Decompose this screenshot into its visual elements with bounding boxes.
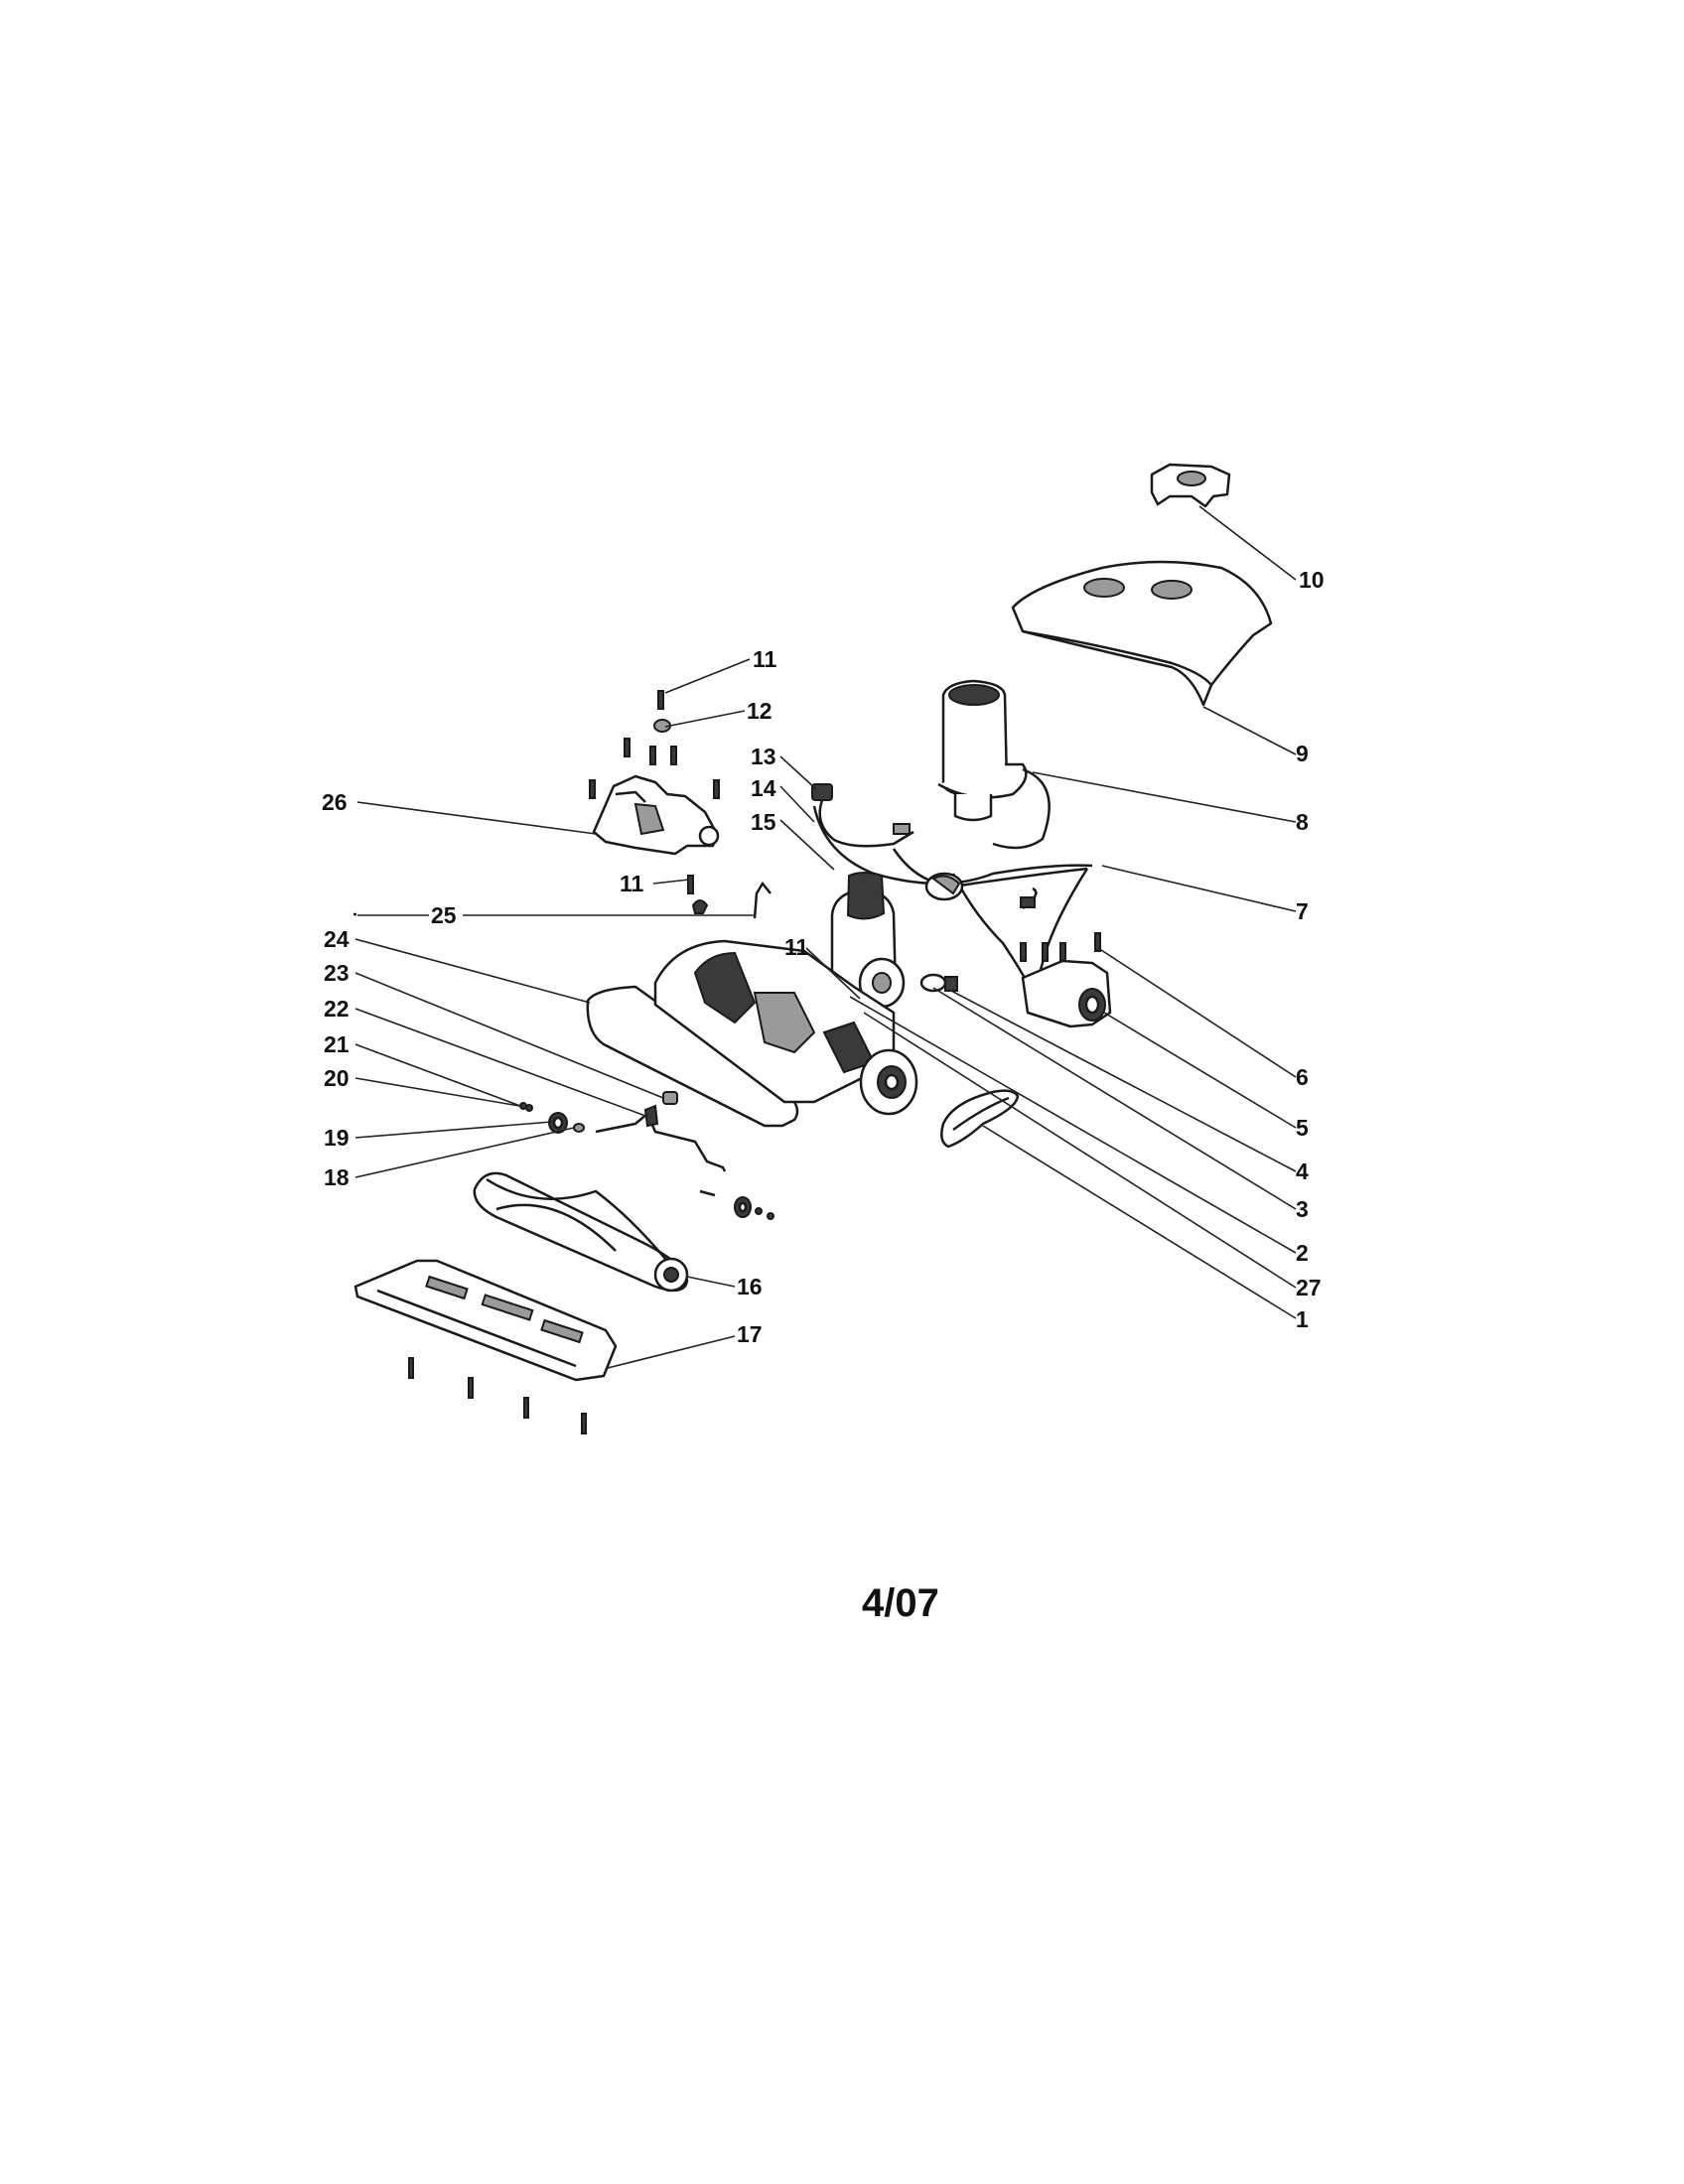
- part-25-latch-rod: [353, 881, 772, 919]
- callout-27: 27: [1296, 1275, 1322, 1300]
- part-1-belt: [940, 1089, 1020, 1149]
- callout-21: 21: [324, 1031, 350, 1057]
- part-24-base-body: [586, 939, 918, 1128]
- part-23-screw: [662, 1091, 678, 1105]
- callout-13: 13: [751, 744, 776, 769]
- part-10-handle-clip: [1150, 463, 1231, 508]
- callout-11-top: 11: [753, 646, 777, 672]
- callout-6: 6: [1296, 1064, 1309, 1090]
- callout-11-mid: 11: [620, 871, 644, 896]
- callout-15: 15: [751, 809, 776, 835]
- callout-19: 19: [324, 1125, 350, 1151]
- callout-16: 16: [737, 1274, 763, 1299]
- callout-2: 2: [1296, 1240, 1309, 1266]
- callout-18: 18: [324, 1164, 350, 1190]
- callout-3: 3: [1296, 1196, 1309, 1222]
- bottom-plate-screws: [408, 1357, 587, 1434]
- callout-12: 12: [747, 698, 772, 724]
- callout-10: 10: [1299, 567, 1325, 593]
- callout-11-motor: 11: [784, 934, 809, 960]
- part-17-bottom-plate: [353, 1259, 618, 1382]
- callout-25: 25: [431, 902, 457, 928]
- callout-14: 14: [751, 775, 776, 801]
- callout-22: 22: [324, 996, 350, 1022]
- callout-9: 9: [1296, 741, 1309, 766]
- motor-assembly: [830, 872, 964, 1009]
- revision-code: 4/07: [862, 1581, 939, 1625]
- callout-1: 1: [1296, 1306, 1309, 1332]
- callout-8: 8: [1296, 809, 1309, 835]
- part-9-hood-cover: [1011, 560, 1273, 707]
- part-5-power-module: [919, 959, 1112, 1028]
- callout-24: 24: [324, 926, 350, 952]
- callout-17: 17: [737, 1321, 763, 1347]
- leader-lines: [354, 505, 1297, 1369]
- callout-23: 23: [324, 960, 350, 986]
- callout-labels: 10 9 8 7 6 5 4 3 2 27 1 11 12 13 14 15 1…: [322, 567, 1325, 1347]
- callout-26: 26: [322, 789, 348, 815]
- callout-5: 5: [1296, 1115, 1309, 1141]
- part-8-filter-housing: [937, 679, 1051, 850]
- part-26-handle-bracket: [592, 774, 720, 856]
- parts-18-22-bearings: [519, 1102, 774, 1220]
- callout-20: 20: [324, 1065, 350, 1091]
- callout-4: 4: [1296, 1159, 1309, 1184]
- callout-7: 7: [1296, 898, 1309, 924]
- part-16-brushroll: [473, 1171, 689, 1293]
